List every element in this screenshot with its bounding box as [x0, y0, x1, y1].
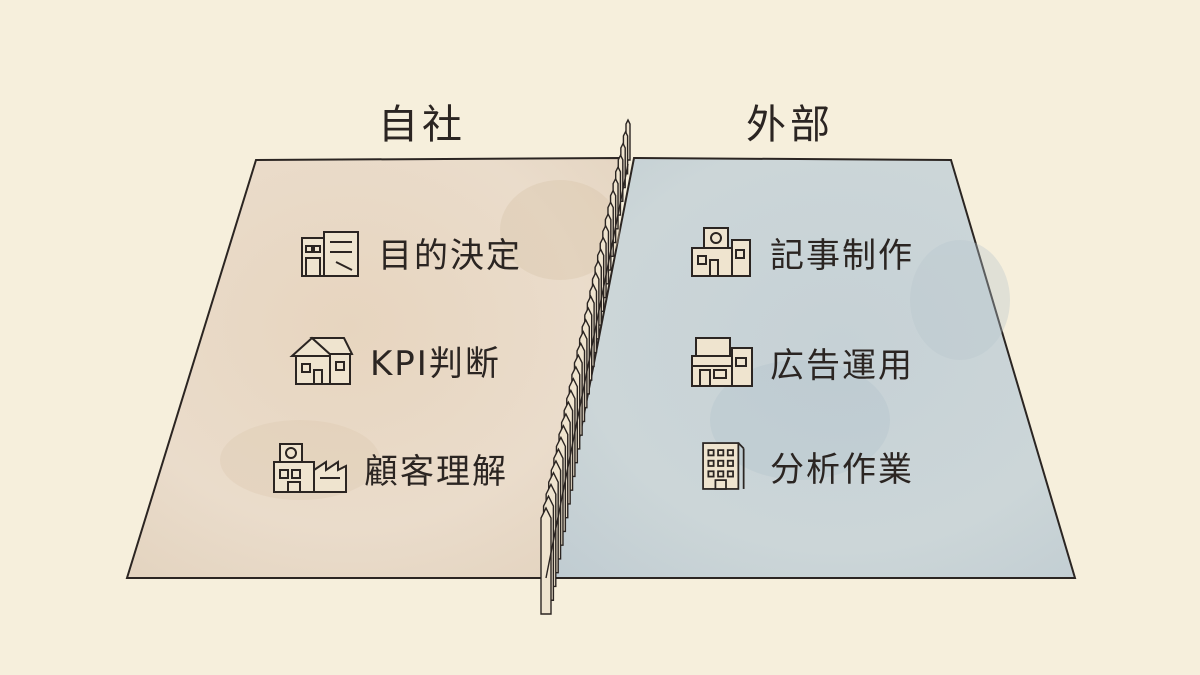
fence-rail: [545, 163, 629, 579]
clock-tower-building-icon: [691, 227, 751, 277]
right-item-label: 広告運用: [770, 345, 914, 386]
left-item-kpi: KPI判断: [288, 330, 501, 390]
office-building-icon: [301, 231, 359, 277]
right-item-label: 記事制作: [770, 235, 914, 276]
shop-building-icon: [691, 337, 753, 387]
house-icon: [289, 336, 354, 385]
left-item-label: KPI判断: [370, 343, 501, 384]
left-item-purpose: 目的決定: [296, 222, 522, 282]
right-item-ads: 広告運用: [688, 332, 914, 392]
tower-building-icon: [702, 442, 745, 490]
fence-picket: [540, 506, 552, 615]
right-heading: 外部: [746, 102, 834, 148]
right-item-label: 分析作業: [770, 449, 914, 490]
left-item-customer: 顧客理解: [270, 438, 508, 498]
right-item-analysis: 分析作業: [696, 436, 914, 496]
left-item-label: 顧客理解: [364, 451, 508, 492]
factory-icon: [273, 443, 347, 493]
fence: [540, 118, 631, 615]
left-item-label: 目的決定: [378, 235, 522, 276]
right-item-article: 記事制作: [688, 222, 914, 282]
left-heading: 自社: [378, 102, 466, 148]
